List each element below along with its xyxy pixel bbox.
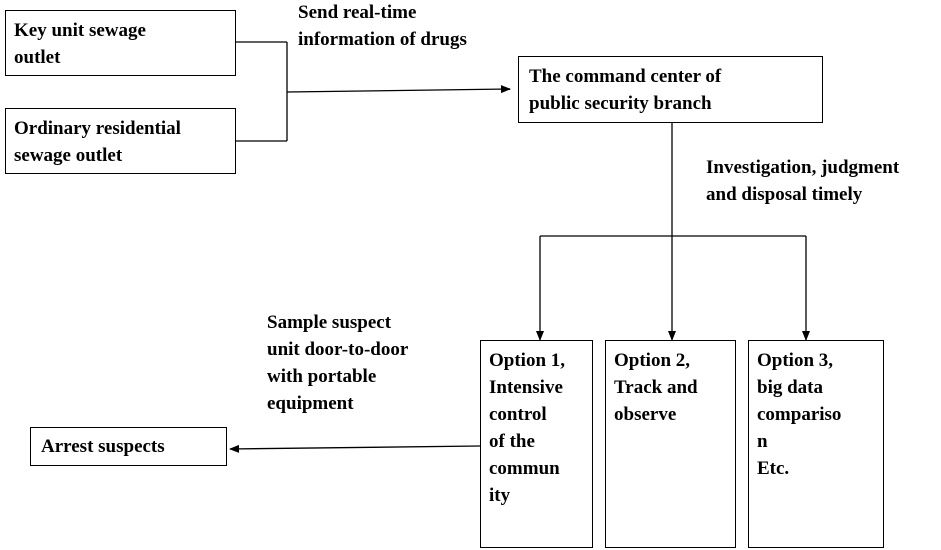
text-line: Ordinary residential (14, 118, 181, 139)
text-line: The command center of (529, 66, 722, 87)
text-line: Option 1, (489, 350, 566, 371)
arrow-to-arrest (229, 444, 481, 453)
text-line: sewage outlet (14, 145, 123, 166)
option-2-box: Option 2, Track and observe (605, 340, 736, 548)
residential-sewage-box: Ordinary residential sewage outlet (5, 108, 236, 174)
send-info-label: Send real-time information of drugs (298, 0, 467, 53)
investigation-label: Investigation, judgment and disposal time… (706, 154, 899, 208)
text-line: control (489, 404, 547, 425)
text-line: information of drugs (298, 29, 467, 50)
text-line: and disposal timely (706, 184, 863, 205)
text-line: big data (757, 377, 823, 398)
command-center-box: The command center of public security bra… (518, 56, 823, 123)
option-1-box: Option 1, Intensive control of the commun ity (480, 340, 593, 548)
text-line: outlet (14, 47, 61, 68)
sample-suspect-label: Sample suspect unit door-to-door with port… (267, 309, 408, 417)
text-line: n (757, 431, 768, 452)
text-line: compariso (757, 404, 842, 425)
text-line: of the (489, 431, 535, 452)
key-unit-sewage-box: Key unit sewage outlet (5, 10, 236, 76)
text-line: unit door-to-door (267, 339, 409, 360)
arrest-suspects-box: Arrest suspects (30, 427, 227, 466)
text-line: Arrest suspects (41, 436, 165, 457)
send-info-arrow (286, 85, 511, 94)
text-line: Etc. (757, 458, 790, 479)
text-line: Send real-time (298, 2, 417, 23)
text-line: commun (489, 458, 560, 479)
text-line: equipment (267, 393, 354, 414)
text-line: with portable (267, 366, 377, 387)
text-line: public security branch (529, 93, 712, 114)
text-line: observe (614, 404, 677, 425)
text-line: Intensive (489, 377, 563, 398)
text-line: Track and (614, 377, 698, 398)
text-line: Investigation, judgment (706, 157, 900, 178)
text-line: Option 2, (614, 350, 691, 371)
text-line: Option 3, (757, 350, 834, 371)
text-line: Key unit sewage (14, 20, 146, 41)
text-line: ity (489, 485, 511, 506)
text-line: Sample suspect (267, 312, 392, 333)
